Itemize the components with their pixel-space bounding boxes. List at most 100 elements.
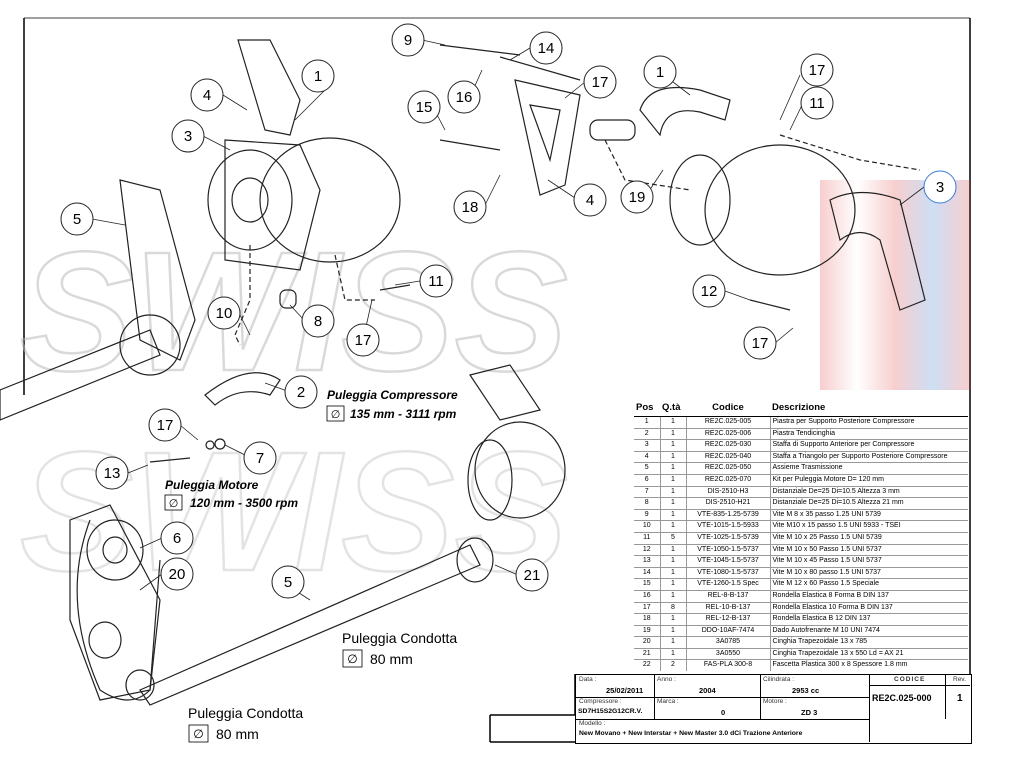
callout-label: 16 bbox=[456, 89, 473, 106]
cell-qty: 1 bbox=[659, 497, 686, 510]
cell-qty: 1 bbox=[659, 589, 686, 602]
cell-desc: Distanziale De=25 Di=10.5 Altezza 3 mm bbox=[769, 485, 968, 498]
tb-modello-value: New Movano + New Interstar + New Master … bbox=[579, 730, 803, 737]
callout-label: 10 bbox=[216, 305, 233, 322]
callout: 11 bbox=[419, 264, 453, 298]
callout-label: 12 bbox=[701, 283, 718, 300]
callout: 12 bbox=[692, 274, 726, 308]
annotation-compressor-pulley: Puleggia Compressore ∅ 135 mm - 3111 rpm bbox=[326, 388, 458, 422]
bolt-12 bbox=[749, 299, 791, 311]
compressor-body bbox=[259, 137, 401, 263]
callout-label: 3 bbox=[184, 128, 192, 145]
callout-label: 20 bbox=[169, 566, 186, 583]
callout-label: 17 bbox=[157, 417, 174, 434]
cell-qty: 1 bbox=[659, 624, 686, 637]
cell-pos: 20 bbox=[634, 636, 660, 649]
cell-desc: Rondella Elastica 10 Forma B DIN 137 bbox=[769, 601, 968, 614]
diameter-icon: ∅ bbox=[347, 652, 357, 666]
bracket-lower bbox=[469, 364, 541, 421]
tb-codice-value: RE2C.025-000 bbox=[872, 693, 932, 703]
shaft-left bbox=[0, 329, 161, 421]
bolt-13 bbox=[149, 457, 191, 463]
cell-code: 3A0550 bbox=[685, 647, 770, 660]
callout: 11 bbox=[800, 86, 834, 120]
cell-pos: 19 bbox=[634, 624, 660, 637]
rear-plate-right bbox=[639, 86, 731, 137]
annotation-motor-pulley: Puleggia Motore ∅ 120 mm - 3500 rpm bbox=[164, 478, 298, 511]
tb-cilindrata-value: 2953 cc bbox=[792, 686, 820, 695]
callout: 16 bbox=[447, 80, 481, 114]
tb-codice-cell bbox=[869, 675, 946, 719]
annotation-title: Puleggia Compressore bbox=[327, 388, 458, 402]
callout-label: 15 bbox=[416, 99, 433, 116]
col-desc: Descrizione bbox=[770, 400, 968, 417]
callout-label: 11 bbox=[428, 273, 444, 290]
callout: 2 bbox=[284, 375, 318, 409]
cell-code: 3A0785 bbox=[685, 636, 770, 649]
callout: 3 bbox=[923, 170, 957, 204]
callout-label: 13 bbox=[104, 465, 121, 482]
cell-code: VTE-1080-1.5-5737 bbox=[685, 566, 770, 579]
bolt-9 bbox=[439, 44, 521, 56]
tb-anno-label: Anno : bbox=[657, 676, 676, 683]
cell-desc: Staffa di Supporto Anteriore per Compres… bbox=[769, 439, 968, 452]
annotation-driven-pulley-2: Puleggia Condotta ∅ 80 mm bbox=[188, 705, 303, 743]
callout-label: 3 bbox=[936, 179, 944, 196]
callout-label: 11 bbox=[809, 95, 825, 112]
cell-pos: 12 bbox=[634, 543, 660, 556]
driven-pulley bbox=[456, 537, 494, 583]
callout: 4 bbox=[573, 183, 607, 217]
spacer-8 bbox=[279, 289, 297, 309]
callout-label: 1 bbox=[314, 68, 322, 85]
callout-label: 17 bbox=[752, 335, 769, 352]
cell-qty: 1 bbox=[659, 555, 686, 568]
cell-code: REL-10-B-137 bbox=[685, 601, 770, 614]
cell-desc: Assieme Trasmissione bbox=[769, 462, 968, 475]
callout: 17 bbox=[583, 65, 617, 99]
cell-code: VTE-835-1.25-5739 bbox=[685, 508, 770, 521]
callout: 15 bbox=[407, 90, 441, 124]
cell-qty: 1 bbox=[659, 462, 686, 475]
motor-pulley bbox=[86, 519, 144, 581]
cell-pos: 14 bbox=[634, 566, 660, 579]
motor-bracket bbox=[119, 179, 196, 361]
spacer-tube bbox=[589, 119, 636, 141]
cell-pos: 4 bbox=[634, 450, 660, 463]
cell-desc: Cinghia Trapezoidale 13 x 550 Ld = AX 21 bbox=[769, 647, 968, 660]
cell-qty: 1 bbox=[659, 520, 686, 533]
cell-qty: 1 bbox=[659, 416, 686, 429]
left-compressor-assembly bbox=[0, 39, 411, 463]
callout: 3 bbox=[171, 119, 205, 153]
watermark-stripe bbox=[820, 180, 970, 390]
bolt-15 bbox=[439, 139, 501, 151]
annotation-value: 80 mm bbox=[370, 651, 413, 667]
cell-code: VTE-1050-1.5-5737 bbox=[685, 543, 770, 556]
tb-codice-line bbox=[869, 685, 970, 686]
diameter-icon: ∅ bbox=[193, 727, 203, 741]
callout-label: 9 bbox=[404, 32, 412, 49]
cell-desc: Vite M10 x 15 passo 1.5 UNI 5933 - TSEI bbox=[769, 520, 968, 533]
compressor-lower bbox=[474, 421, 566, 519]
tb-cilindrata-label: Cilindrata : bbox=[763, 676, 795, 683]
tb-rev-label: Rev. bbox=[953, 676, 966, 683]
cell-pos: 10 bbox=[634, 520, 660, 533]
cell-code: DDO-10AF-7474 bbox=[685, 624, 770, 637]
annotation-title: Puleggia Condotta bbox=[342, 630, 457, 646]
cell-code: RE2C.025-070 bbox=[685, 473, 770, 487]
callout: 5 bbox=[271, 565, 305, 599]
cell-qty: 2 bbox=[659, 659, 686, 672]
callout: 5 bbox=[60, 202, 94, 236]
cell-desc: Rondella Elastica B 12 DIN 137 bbox=[769, 613, 968, 626]
callout: 17 bbox=[743, 326, 777, 360]
